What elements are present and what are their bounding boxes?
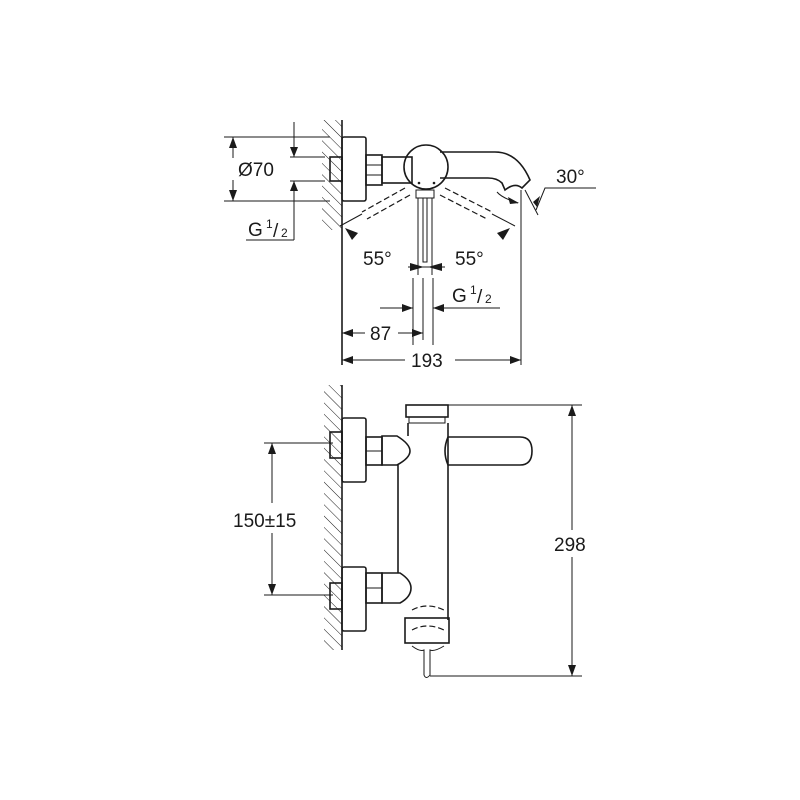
svg-text:2: 2 xyxy=(485,292,492,306)
mixer-body xyxy=(381,156,413,184)
diameter-dimension: Ø70 xyxy=(224,136,330,202)
wall-front xyxy=(324,385,343,650)
thread-bottom-dimension: G 1 / 2 xyxy=(380,278,500,345)
svg-text:Ø70: Ø70 xyxy=(238,160,274,181)
lever-stem xyxy=(415,189,435,275)
svg-text:/: / xyxy=(477,287,483,308)
lever-handle xyxy=(444,436,533,466)
svg-text:150±15: 150±15 xyxy=(233,511,296,532)
angle-55-dimension: 55° 55° xyxy=(363,249,484,271)
svg-text:G: G xyxy=(248,220,263,241)
mixer-column xyxy=(397,404,449,620)
upper-connection xyxy=(329,417,411,483)
svg-text:55°: 55° xyxy=(363,249,392,270)
hex-nut xyxy=(365,154,383,186)
lower-connection xyxy=(329,566,412,632)
lever-swing-right xyxy=(439,187,516,227)
top-view: 30° Ø70 G 1 / 2 xyxy=(224,120,596,372)
centers-dimension: 150±15 xyxy=(233,442,333,596)
offset-dimension: 87 xyxy=(342,278,424,345)
svg-text:2: 2 xyxy=(281,226,288,240)
height-dimension: 298 xyxy=(554,405,586,676)
front-view: 298 150±15 xyxy=(233,385,586,678)
svg-text:87: 87 xyxy=(370,324,391,345)
svg-text:1: 1 xyxy=(470,283,477,297)
thread-left-dimension: G 1 / 2 xyxy=(246,122,325,242)
svg-text:/: / xyxy=(273,221,279,242)
angle-spout-label: 30° xyxy=(556,167,585,188)
svg-text:G: G xyxy=(452,286,467,307)
svg-text:55°: 55° xyxy=(455,249,484,270)
lever-knob xyxy=(403,144,449,190)
lever-swing-left xyxy=(339,187,411,227)
depth-dimension: 193 xyxy=(342,351,521,372)
outlet xyxy=(404,605,582,678)
svg-text:298: 298 xyxy=(554,535,586,556)
svg-text:1: 1 xyxy=(266,217,273,231)
spout xyxy=(440,151,531,192)
escutcheon xyxy=(341,136,367,202)
svg-text:193: 193 xyxy=(411,351,443,372)
